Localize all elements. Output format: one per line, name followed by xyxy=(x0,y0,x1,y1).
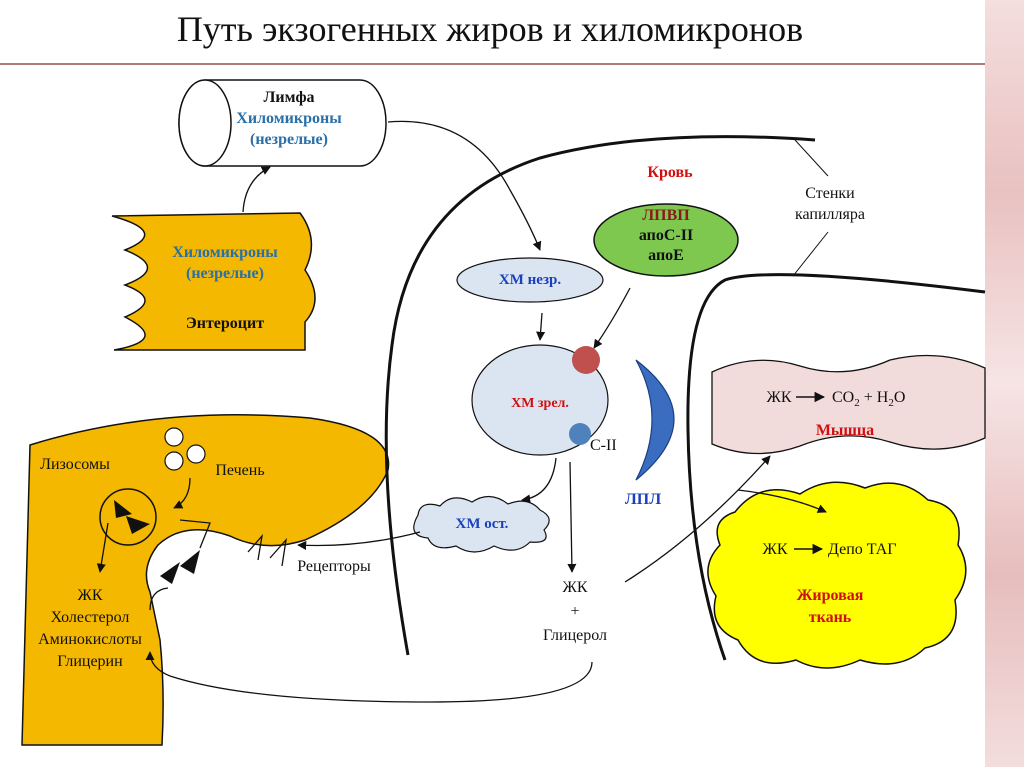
lysosome-arrowhead-icon xyxy=(126,516,150,534)
hm-mature-label: ХМ зрел. xyxy=(511,396,569,411)
arrow-hm-immature-to-mature xyxy=(536,312,546,341)
fa-glycerol-line2: + xyxy=(570,603,580,620)
decorative-side-image xyxy=(985,0,1024,767)
lysosomes-label: Лизосомы xyxy=(40,456,110,473)
arrow-hdl-to-hm xyxy=(593,287,631,349)
vesicle-icon xyxy=(164,427,184,447)
adipose-tissue xyxy=(707,481,967,669)
hm-remnant-label: ХМ ост. xyxy=(455,516,509,532)
receptors-label: Рецепторы xyxy=(297,558,371,575)
lymph-line1: Хиломикроны xyxy=(236,110,342,127)
endocytosis-arrowhead-icon xyxy=(160,562,180,584)
fa-glycerol-line3: Глицерол xyxy=(542,627,608,644)
lpl-label: ЛПЛ xyxy=(624,491,662,508)
vesicle-icon xyxy=(186,444,206,464)
endocytosis-arrowhead-icon xyxy=(180,550,200,574)
hdl-line3: апоЕ xyxy=(648,247,684,264)
arrow-vesicle-to-lysosome xyxy=(173,477,191,509)
adipose-fa-label: ЖК xyxy=(762,541,788,558)
enterocyte-line1: Хиломикроны xyxy=(172,244,278,261)
capillary-wall-right xyxy=(686,273,986,661)
vesicle-icon xyxy=(164,451,184,471)
title-divider xyxy=(0,63,985,65)
arrow-lysosome-to-products xyxy=(96,522,109,573)
hdl-particle xyxy=(593,203,739,277)
adipose-depot-label: Депо ТАГ xyxy=(828,541,897,558)
muscle-label: Мышца xyxy=(815,422,875,439)
lpl-enzyme xyxy=(635,359,675,481)
lymph-vessel xyxy=(178,79,387,167)
fa-glycerol-line1: ЖК xyxy=(562,579,588,596)
capillary-walls-line1: Стенки xyxy=(805,185,855,202)
arrow-hm-to-fa xyxy=(567,461,577,573)
apo-c2-marker xyxy=(569,423,591,445)
hm-immature-particle xyxy=(456,257,604,303)
muscle-tissue xyxy=(711,354,986,455)
arrow-lymph-to-blood xyxy=(387,120,542,251)
lymph-title: Лимфа xyxy=(263,89,315,106)
lysosome-ring xyxy=(99,488,157,546)
capillary-walls-line2: капилляра xyxy=(795,206,865,223)
arrow-notch-to-lysosome xyxy=(179,519,211,549)
arrow-remnant-to-liver xyxy=(297,531,421,550)
page-title: Путь экзогенных жиров и хиломикронов xyxy=(176,9,804,49)
adipose-line1: Жировая xyxy=(796,587,864,604)
adipose-line2: ткань xyxy=(808,609,852,626)
capillary-wall-left xyxy=(384,135,816,656)
receptor-marks xyxy=(247,533,287,567)
arrow-fa-to-muscle xyxy=(624,455,771,583)
arrow-fa-to-adipose xyxy=(737,489,827,513)
capillary-label-pointer xyxy=(792,231,829,277)
arrow-glycerol-to-liver xyxy=(145,651,593,703)
liver-product-2: Холестерол xyxy=(50,609,130,626)
enterocyte-cell xyxy=(111,212,316,351)
lymph-line2: (незрелые) xyxy=(250,131,328,148)
apo-c2-label: С-II xyxy=(590,437,617,454)
blood-label: Кровь xyxy=(647,164,693,181)
liver-product-1: ЖК xyxy=(77,587,103,604)
enterocyte-name: Энтероцит xyxy=(185,315,265,332)
liver-label: Печень xyxy=(215,462,265,479)
enterocyte-line2: (незрелые) xyxy=(186,265,264,282)
liver-product-4: Глицерин xyxy=(57,653,123,670)
liver-product-3: Аминокислоты xyxy=(38,631,142,648)
hm-immature-label: ХМ незр. xyxy=(498,272,562,288)
capillary-label-pointer xyxy=(794,139,829,177)
muscle-products: CO2 + H2O xyxy=(832,389,906,410)
lysosome-arrowhead-icon xyxy=(114,500,132,518)
hdl-line1: ЛПВП xyxy=(642,207,690,224)
muscle-fa-label: ЖК xyxy=(766,389,792,406)
hdl-line2: апоС-II xyxy=(638,227,694,244)
arrow-hm-to-remnant xyxy=(521,457,557,504)
apo-red-marker xyxy=(572,346,600,374)
hm-remnant-cloud xyxy=(413,495,550,553)
arrow-products-to-notch xyxy=(149,587,169,611)
arrow-enterocyte-to-lymph xyxy=(242,166,271,213)
